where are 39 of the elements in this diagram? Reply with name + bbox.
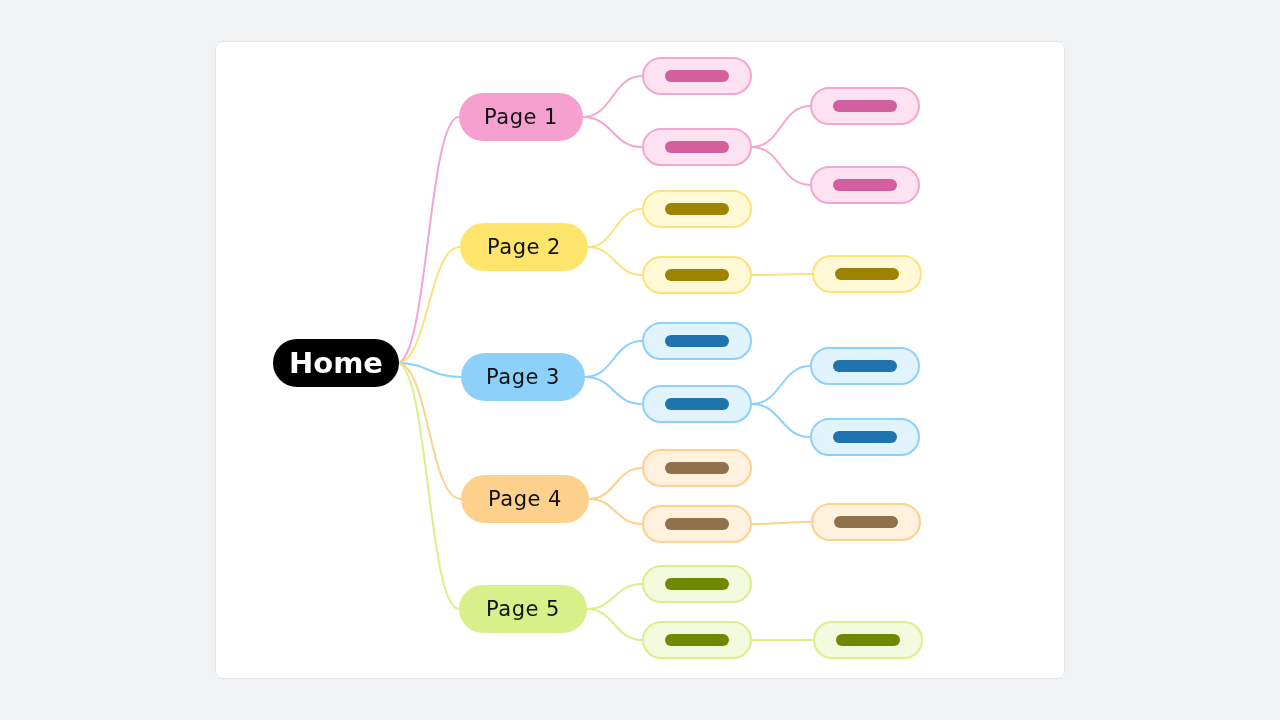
- placeholder-pill: [811, 503, 921, 541]
- topic-pill: [461, 475, 589, 523]
- placeholder-pill: [810, 166, 920, 204]
- topic-label: Page 2: [487, 235, 561, 259]
- placeholder-pill: [810, 347, 920, 385]
- topic-pill: [460, 223, 588, 271]
- topic-pill: [461, 353, 585, 401]
- topic-pill: [459, 93, 583, 141]
- placeholder-pill: [810, 87, 920, 125]
- topic-label: Home: [288, 346, 384, 380]
- placeholder-pill: [642, 449, 752, 487]
- connector-line: [582, 116, 643, 148]
- connector-line: [587, 246, 643, 276]
- placeholder-pill: [642, 565, 752, 603]
- placeholder-pill: [812, 255, 922, 293]
- placeholder-pill: [642, 621, 752, 659]
- connector-line: [751, 273, 813, 276]
- topic-label: Page 3: [486, 365, 560, 389]
- placeholder-pill: [642, 322, 752, 360]
- placeholder-pill: [810, 418, 920, 456]
- placeholder-pill: [813, 621, 923, 659]
- root-topic: [273, 339, 399, 387]
- placeholder-pill: [642, 256, 752, 294]
- placeholder-pill: [642, 57, 752, 95]
- connector-line: [584, 376, 643, 405]
- connector-line: [751, 403, 811, 438]
- connector-line: [586, 608, 643, 641]
- placeholder-pill: [642, 385, 752, 423]
- topic-label: Page 4: [488, 487, 562, 511]
- placeholder-pill: [642, 190, 752, 228]
- topic-label: Page 5: [486, 597, 560, 621]
- placeholder-pill: [642, 128, 752, 166]
- connector-line: [751, 146, 811, 186]
- topic-pill: [459, 585, 587, 633]
- connector-line: [751, 639, 814, 641]
- connector-line: [751, 521, 812, 525]
- placeholder-pill: [642, 505, 752, 543]
- topic-label: Page 1: [484, 105, 558, 129]
- connector-line: [588, 498, 643, 525]
